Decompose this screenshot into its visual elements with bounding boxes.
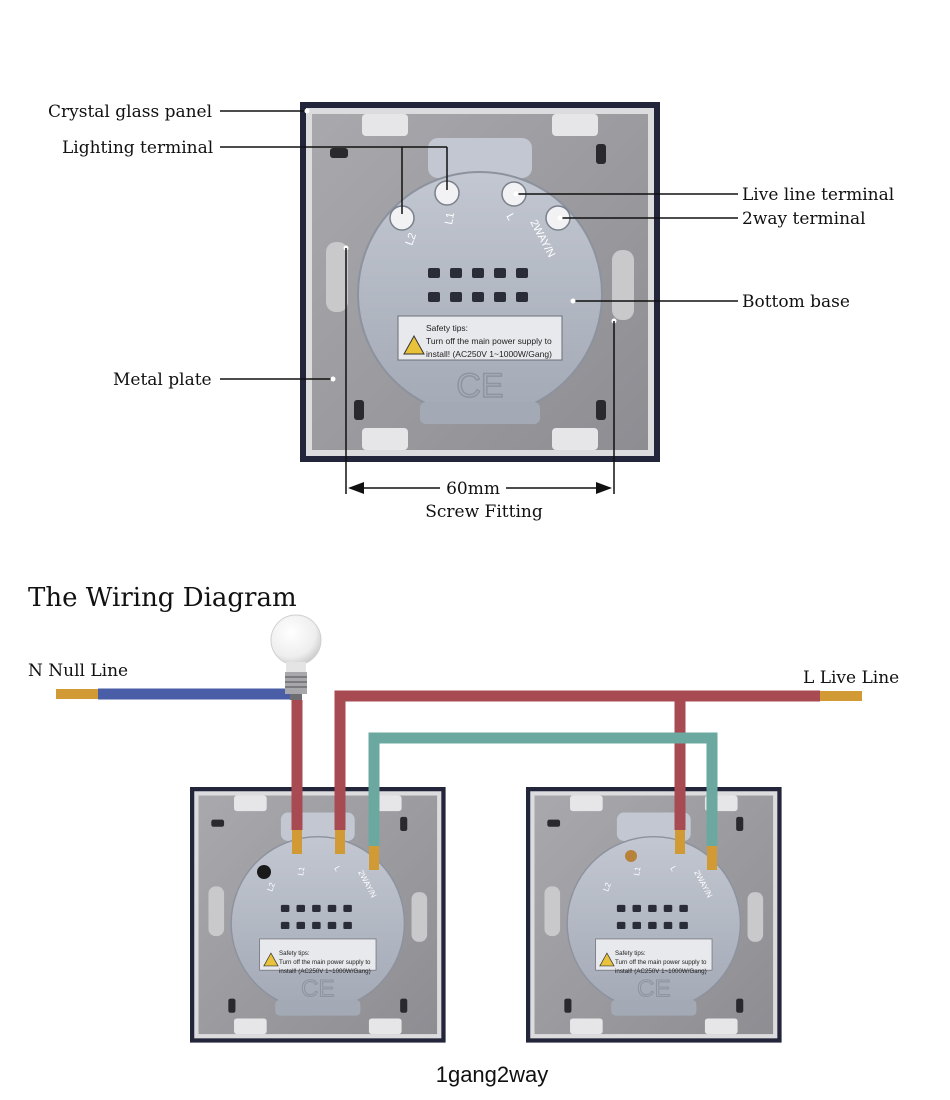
safety-label-right: Safety tips: Turn off the main power sup… [615, 950, 707, 975]
null-line-label: N Null Line [28, 661, 128, 681]
terminal-mark-l2: L2 [404, 231, 419, 247]
right-safety-title: Safety tips: [615, 950, 646, 957]
safety-line-1: Turn off the main power supply to [426, 336, 552, 346]
switch-left [189, 786, 447, 1044]
product-photo [299, 101, 661, 463]
light-bulb-icon [270, 614, 322, 700]
left-mark-l: L [332, 865, 342, 874]
safety-title: Safety tips: [426, 323, 468, 333]
safety-line-2: install! (AC250V 1~1000W/Gang) [426, 349, 552, 359]
dimension-marker [345, 248, 615, 494]
dimension-label: 60mm [446, 479, 500, 499]
left-safety-line-1: Turn off the main power supply to [279, 959, 371, 966]
left-mark-l2: L2 [265, 881, 277, 893]
callouts [220, 110, 738, 380]
label-live-line-terminal: Live line terminal [742, 185, 894, 205]
right-mark-l2: L2 [601, 881, 613, 893]
live-line-label: L Live Line [803, 668, 899, 688]
label-metal-plate: Metal plate [113, 370, 212, 390]
safety-label-top: Safety tips: Turn off the main power sup… [426, 323, 552, 359]
right-mark-l: L [668, 865, 678, 874]
label-2way-terminal: 2way terminal [742, 209, 866, 229]
diagram-caption: 1gang2way [436, 1062, 549, 1087]
right-safety-line-2: install! (AC250V 1~1000W/Gang) [615, 968, 707, 975]
label-crystal-glass-panel: Crystal glass panel [48, 102, 212, 122]
screw-fitting-label: Screw Fitting [425, 502, 543, 522]
label-lighting-terminal: Lighting terminal [62, 138, 213, 158]
wire-ends [56, 689, 862, 879]
label-bottom-base: Bottom base [742, 292, 850, 312]
right-mark-l1: L1 [632, 865, 643, 876]
left-safety-line-2: install! (AC250V 1~1000W/Gang) [279, 968, 371, 975]
switch-right [525, 786, 783, 1044]
left-safety-title: Safety tips: [279, 950, 310, 957]
safety-label-left: Safety tips: Turn off the main power sup… [279, 950, 371, 975]
wiring-title: The Wiring Diagram [28, 583, 297, 613]
wires [98, 688, 820, 846]
terminal-mark-l: L [503, 212, 516, 223]
right-safety-line-1: Turn off the main power supply to [615, 959, 707, 966]
left-mark-l1: L1 [296, 865, 307, 876]
terminal-mark-l1: L1 [443, 211, 457, 225]
